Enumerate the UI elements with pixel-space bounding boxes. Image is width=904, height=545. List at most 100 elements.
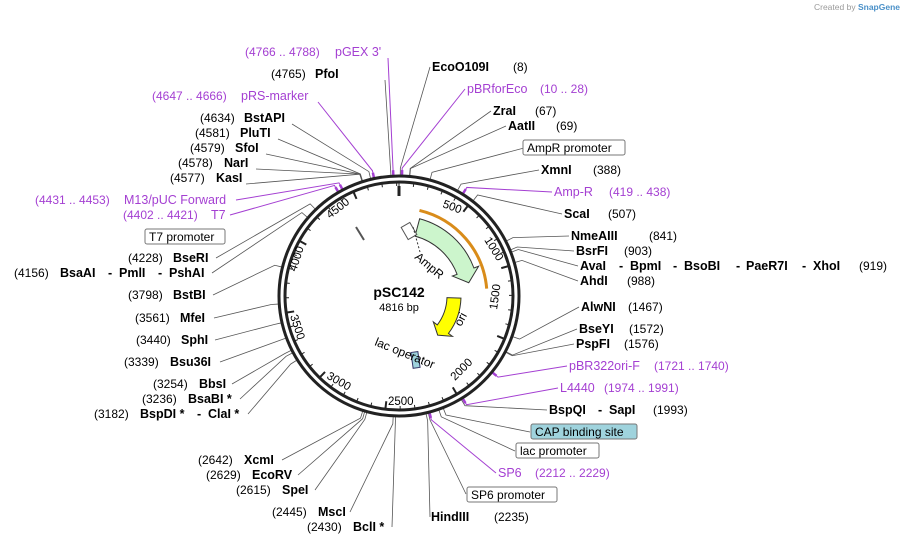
hindiii-pos: (2235) xyxy=(494,510,529,524)
site-avai[interactable]: AvaI - BpmI - BsoBI - PaeR7I - XhoI (919… xyxy=(580,259,887,273)
bseri-name: BseRI xyxy=(173,251,208,265)
site-eco109i[interactable]: EcoO109I (8) xyxy=(432,60,528,74)
bsaai-name: BsaAI xyxy=(60,266,95,280)
t7-name: T7 xyxy=(211,208,226,222)
site-xmni[interactable]: XmnI (388) xyxy=(541,163,621,177)
site-bstapi[interactable]: (4634) BstAPI xyxy=(200,111,285,125)
site-sp6[interactable]: SP6 (2212 .. 2229) xyxy=(498,466,610,480)
site-zrai[interactable]: ZraI (67) xyxy=(493,104,556,118)
kasi-pos: (4577) xyxy=(170,171,205,185)
pgex3-name: pGEX 3' xyxy=(335,45,381,59)
site-ahdi[interactable]: AhdI (988) xyxy=(580,274,655,288)
leader-line xyxy=(510,246,575,252)
site-bseri[interactable]: (4228) BseRI xyxy=(128,251,208,265)
ampr-feature-arrow[interactable] xyxy=(414,218,480,284)
leader-line xyxy=(245,173,363,185)
kasi-name: KasI xyxy=(216,171,242,185)
site-msci[interactable]: (2445) MscI xyxy=(272,505,346,519)
site-bsabi[interactable]: (3236) BsaBI * xyxy=(142,392,232,406)
backbone-outer xyxy=(277,174,521,418)
major-tick xyxy=(318,371,326,379)
site-xcmi[interactable]: (2642) XcmI xyxy=(198,453,274,467)
site-aatii[interactable]: AatII (69) xyxy=(508,119,577,133)
site-nari[interactable]: (4578) NarI xyxy=(178,156,248,170)
major-tick xyxy=(451,386,458,395)
site-m13-forward[interactable]: (4431 .. 4453) M13/pUC Forward xyxy=(35,193,226,207)
site-pbrforeco[interactable]: pBRforEco (10 .. 28) xyxy=(467,82,588,96)
avai-pos: (919) xyxy=(859,259,887,273)
site-bcli[interactable]: (2430) BclI * xyxy=(307,520,384,534)
site-t7[interactable]: (4402 .. 4421) T7 xyxy=(123,208,226,222)
site-bsu36i[interactable]: (3339) Bsu36I xyxy=(124,355,211,369)
major-tick xyxy=(501,265,510,270)
minor-tick xyxy=(440,190,443,195)
minor-tick xyxy=(453,196,457,201)
feature-sp6-promoter[interactable]: SP6 promoter xyxy=(466,486,558,503)
leader-line xyxy=(384,79,392,176)
site-kasi[interactable]: (4577) KasI xyxy=(170,171,242,185)
site-l4440[interactable]: L4440 (1974 .. 1991) xyxy=(560,381,679,395)
t7-range: (4402 .. 4421) xyxy=(123,208,198,222)
amp-r-range: (419 .. 438) xyxy=(609,185,670,199)
lac-operator-label: lac operator xyxy=(373,335,437,372)
minor-tick xyxy=(486,361,491,366)
site-spei[interactable]: (2615) SpeI xyxy=(236,483,308,497)
major-tick xyxy=(496,334,505,340)
minor-tick xyxy=(466,382,470,387)
leader-line xyxy=(317,101,375,178)
site-bsrfi[interactable]: BsrFI (903) xyxy=(576,244,652,258)
bsu36i-pos: (3339) xyxy=(124,355,159,369)
pbr322-name: pBR322ori-F xyxy=(569,359,640,373)
feature-lac-promoter[interactable]: lac promoter xyxy=(515,442,600,459)
minor-tick xyxy=(493,238,498,242)
site-hindiii[interactable]: HindIII (2235) xyxy=(431,510,529,524)
zrai-pos: (67) xyxy=(535,104,556,118)
eco109i-pos: (8) xyxy=(513,60,528,74)
site-mfei[interactable]: (3561) MfeI xyxy=(135,311,205,325)
ori-feature-arrow[interactable] xyxy=(432,297,462,338)
feature-t7-promoter[interactable]: T7 promoter xyxy=(144,228,226,245)
site-sfoi[interactable]: (4579) SfoI xyxy=(190,141,259,155)
feature-cap-binding-site[interactable]: CAP binding site xyxy=(530,423,638,440)
minor-tick xyxy=(342,391,346,396)
site-prs-marker[interactable]: (4647 .. 4666) pRS-marker xyxy=(152,89,308,103)
site-ecorv[interactable]: (2629) EcoRV xyxy=(206,468,293,482)
bsu36i-name: Bsu36I xyxy=(170,355,211,369)
feature-ampr-promoter[interactable]: AmpR promoter xyxy=(522,139,626,156)
site-pfoi[interactable]: (4765) PfoI xyxy=(271,67,339,81)
site-pbr322ori-f[interactable]: pBR322ori-F (1721 .. 1740) xyxy=(569,359,729,373)
l4440-range: (1974 .. 1991) xyxy=(604,381,679,395)
leader-line xyxy=(427,413,467,495)
minor-tick xyxy=(356,397,359,403)
site-bspqi[interactable]: BspQI - SapI (1993) xyxy=(549,403,688,417)
leader-line xyxy=(425,413,431,518)
site-alwni[interactable]: AlwNI (1467) xyxy=(581,300,663,314)
site-amp-r[interactable]: Amp-R (419 .. 438) xyxy=(554,185,670,199)
site-pgex3[interactable]: (4766 .. 4788) pGEX 3' xyxy=(245,45,381,59)
t7-promoter-mark xyxy=(355,226,365,241)
site-pspfi[interactable]: PspFI (1576) xyxy=(576,337,659,351)
plasmid-name: pSC142 xyxy=(373,284,425,300)
sfoi-pos: (4579) xyxy=(190,141,225,155)
avai-name: AvaI xyxy=(580,259,606,273)
site-pluti[interactable]: (4581) PluTI xyxy=(195,126,271,140)
site-nmeaiii[interactable]: NmeAIII (841) xyxy=(571,229,677,243)
site-bsaai[interactable]: (4156) BsaAI - PmlI - PshAI xyxy=(14,266,204,280)
sp6-promoter-label: SP6 promoter xyxy=(471,488,545,502)
tick-marks xyxy=(285,182,514,410)
credit-prefix: Created by xyxy=(813,2,856,12)
site-bseyi[interactable]: BseYI (1572) xyxy=(579,322,664,336)
scai-name: ScaI xyxy=(564,207,590,221)
minor-tick xyxy=(507,280,513,282)
site-bstbi[interactable]: (3798) BstBI xyxy=(128,288,206,302)
leader-line xyxy=(506,235,570,242)
site-bbsi[interactable]: (3254) BbsI xyxy=(153,377,226,391)
xmni-name: XmnI xyxy=(541,163,572,177)
clai-name: ClaI * xyxy=(208,407,239,421)
avai-sep2: - xyxy=(673,259,677,273)
site-bspdi[interactable]: (3182) BspDI * - ClaI * xyxy=(94,407,239,421)
site-scai[interactable]: ScaI (507) xyxy=(564,207,636,221)
minor-tick xyxy=(292,253,297,257)
site-sphi[interactable]: (3440) SphI xyxy=(136,333,208,347)
tick-label-3000: 3000 xyxy=(325,370,353,393)
